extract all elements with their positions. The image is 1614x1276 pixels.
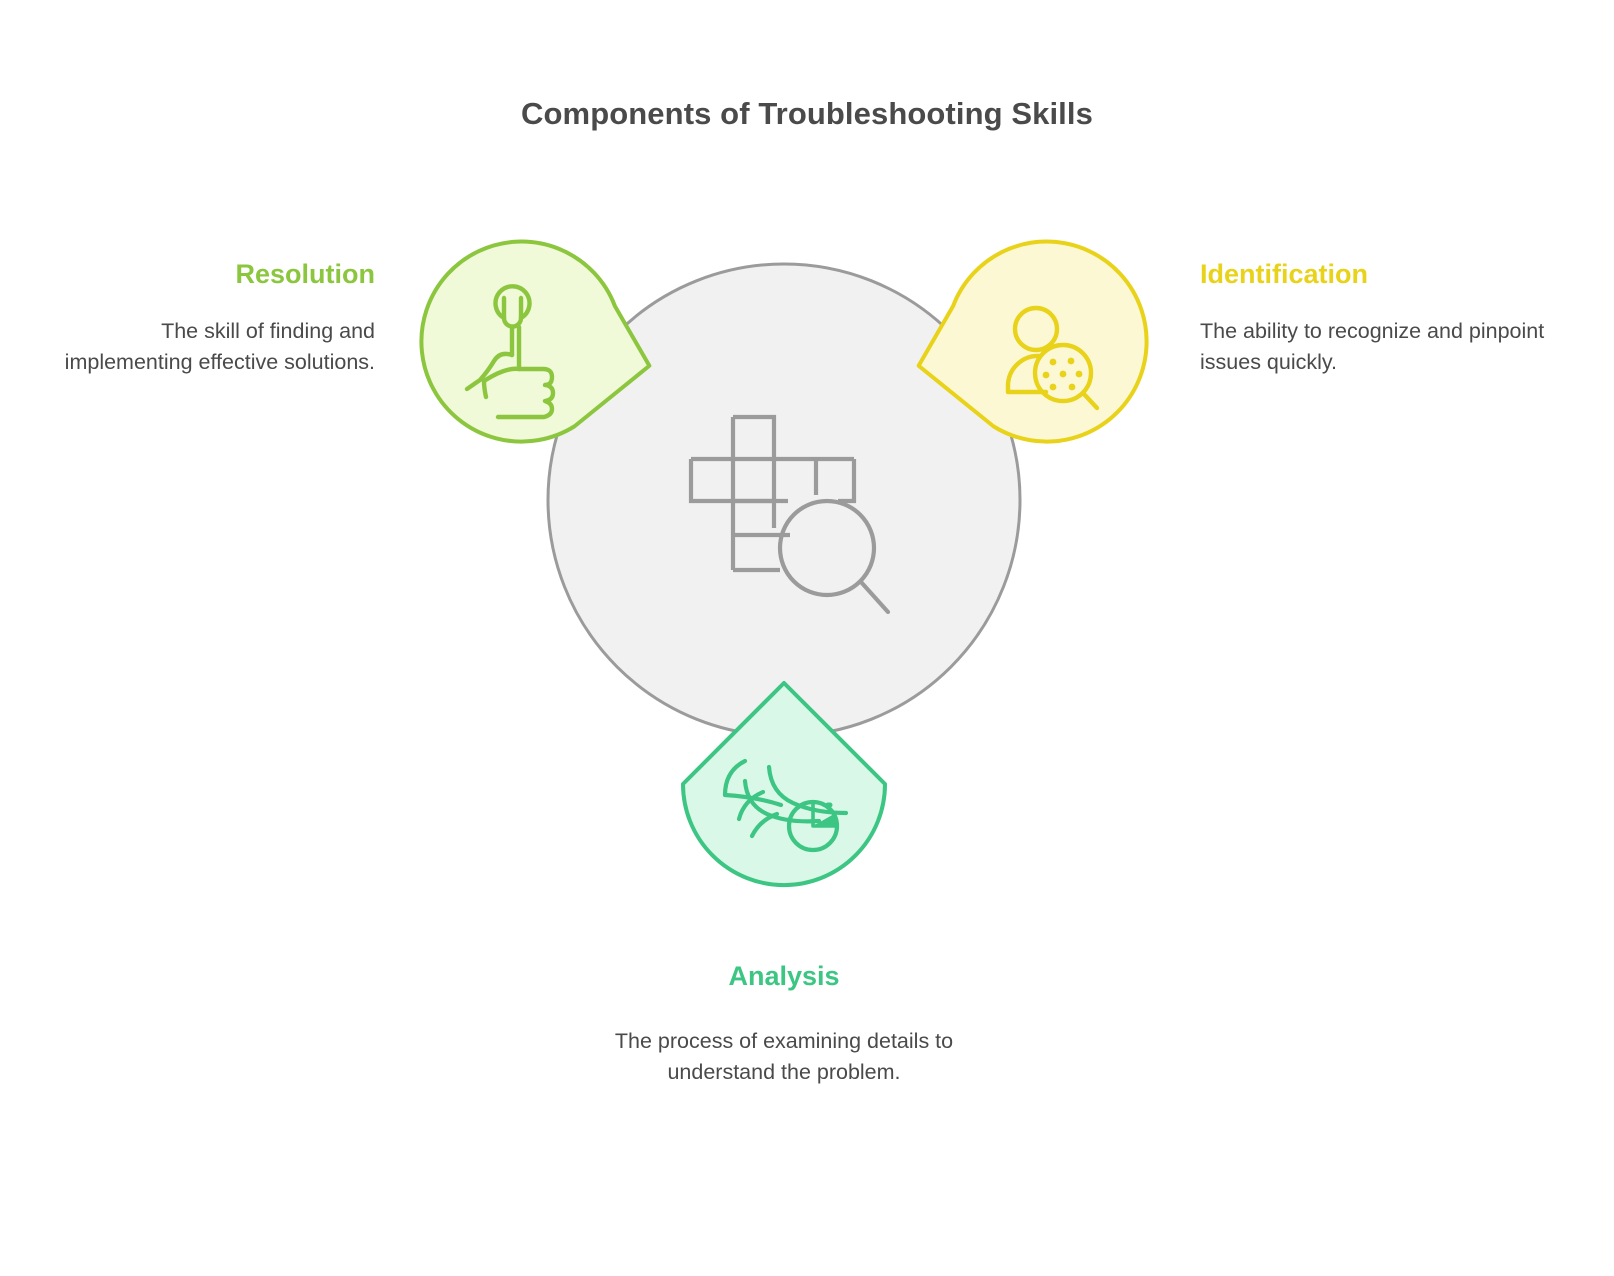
analysis-description: The process of examining details to unde…: [614, 1028, 954, 1085]
identification-description: The ability to recognize and pinpoint is…: [1200, 318, 1545, 375]
person-magnifier-icon: [1005, 305, 1100, 411]
resolution-node[interactable]: [385, 205, 658, 478]
analysis-label-block: Analysis The process of examining detail…: [584, 960, 984, 1089]
resolution-heading: Resolution: [235, 259, 376, 289]
data-flow-pie-chart-icon: [722, 758, 849, 853]
resolution-teardrop[interactable]: [385, 205, 658, 478]
resolution-label-block: Resolution The skill of finding and impl…: [50, 258, 375, 379]
identification-heading: Identification: [1200, 259, 1368, 289]
identification-label-block: Identification The ability to recognize …: [1200, 258, 1550, 379]
analysis-heading: Analysis: [728, 961, 840, 991]
identification-node[interactable]: [910, 205, 1183, 478]
puzzle-magnifier-icon: [688, 414, 891, 615]
analysis-node[interactable]: [681, 681, 887, 887]
hand-wrench-icon: [464, 284, 556, 420]
identification-teardrop[interactable]: [910, 205, 1183, 478]
resolution-description: The skill of finding and implementing ef…: [64, 318, 375, 375]
page-title: Components of Troubleshooting Skills: [521, 96, 1093, 131]
